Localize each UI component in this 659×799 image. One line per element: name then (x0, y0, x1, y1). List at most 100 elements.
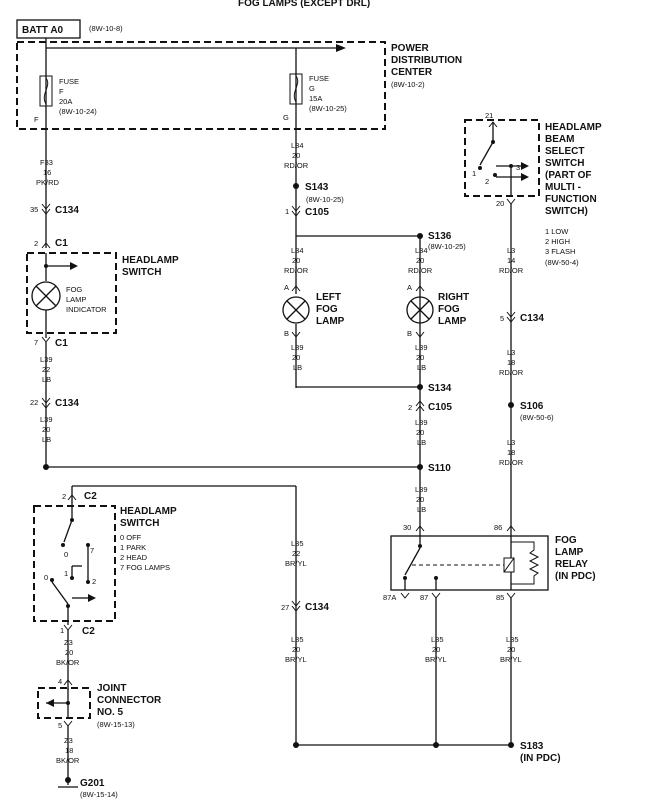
beam-bottom-connector-icon (506, 198, 516, 205)
joint-connector-box (37, 687, 91, 719)
s183-node (508, 742, 514, 748)
g201-ref: (8W-15-14) (80, 790, 118, 799)
w-l39e-g: 20 (416, 428, 424, 437)
beam-o2: 2 HIGH (545, 237, 570, 246)
rfog-l2: FOG (438, 304, 460, 315)
relay-p87a: 87A (383, 593, 396, 602)
rfog-pin-b-connector-icon (415, 331, 425, 338)
w-l39d-col: LB (417, 363, 426, 372)
w-l39a-c: L39 (40, 355, 53, 364)
c1-a-pin: 2 (34, 239, 38, 248)
w-z3a-col: BK/OR (56, 658, 80, 667)
w-l35b-g: 20 (292, 645, 300, 654)
indicator-x-2 (35, 285, 57, 307)
rfog-pb: B (407, 329, 412, 338)
fuse-f-l1: FUSE (59, 77, 79, 86)
w-l35c-c: L35 (431, 635, 444, 644)
hsw2-arrow-icon (88, 594, 96, 602)
w-l3b-g: 18 (507, 358, 515, 367)
lfog-l2: FOG (316, 304, 338, 315)
s183-sub: (IN PDC) (520, 753, 561, 764)
w-l3b-c: L3 (507, 348, 515, 357)
rfog-l1: RIGHT (438, 292, 469, 303)
w-l35b-c: L35 (291, 635, 304, 644)
beam-ref: (8W-50-4) (545, 258, 579, 267)
relay-30-contact (418, 544, 422, 548)
w-l34b-col: RD/OR (284, 266, 309, 275)
hsw2-p1: 1 (64, 569, 68, 578)
hsw2-upper-blade-icon (63, 519, 73, 543)
c134-c-pin: 5 (500, 314, 504, 323)
w-l39f-col: LB (417, 505, 426, 514)
c2-a-pin: 2 (62, 492, 66, 501)
s143-node (293, 183, 299, 189)
c134-a-name: C134 (55, 205, 79, 216)
c105-a-connector-icon (291, 205, 301, 217)
w-l35d-col: BR/YL (500, 655, 522, 664)
relay-coil-diag (503, 557, 515, 573)
hsw2-p7: 7 (90, 546, 94, 555)
c2-b-pin: 1 (60, 626, 64, 635)
lfog-x-2 (286, 300, 306, 320)
hsw2-q0-contact (50, 578, 54, 582)
bus-left-node (43, 464, 49, 470)
s106-name: S106 (520, 401, 544, 412)
beam-contact-1 (478, 166, 482, 170)
hsw1-i3: INDICATOR (66, 305, 107, 314)
fuse-g-pin: G (283, 113, 289, 122)
w-l35d-c: L35 (506, 635, 519, 644)
w-l34a-g: 20 (292, 151, 300, 160)
diagram-title: FOG LAMPS (EXCEPT DRL) (238, 0, 370, 9)
right-fog-lamp-icon (406, 296, 434, 324)
relay-l1: FOG (555, 535, 577, 546)
c105-b-connector-icon (415, 400, 425, 412)
rfog-l3: LAMP (438, 316, 467, 327)
beam-select-switch-box (464, 119, 540, 197)
hsw1-node (44, 264, 48, 268)
hsw2-p2: 2 (92, 577, 96, 586)
hsw2-o3: 2 HEAD (120, 553, 148, 562)
beam-c1: 1 (472, 169, 476, 178)
hsw2-o4: 7 FOG LAMPS (120, 563, 170, 572)
w-l3c-c: L3 (507, 438, 515, 447)
beam-l3: SELECT (545, 146, 584, 157)
w-l39b-g: 20 (42, 425, 50, 434)
c134-a-connector-icon (41, 203, 51, 215)
beam-l1: HEADLAMP (545, 122, 602, 133)
c1-a-connector-icon (41, 242, 51, 249)
relay-l2: LAMP (555, 547, 584, 558)
w-l3c-col: RD/OR (499, 458, 524, 467)
w-l39a-g: 22 (42, 365, 50, 374)
s110-name: S110 (428, 463, 451, 474)
c2-b-name: C2 (82, 626, 95, 637)
relay-87-contact (434, 576, 438, 580)
hsw2-p1-contact (70, 576, 74, 580)
relay-p86-connector-icon (506, 525, 516, 532)
hsw2-o1: 0 OFF (120, 533, 142, 542)
s136-name: S136 (428, 231, 452, 242)
fuse-g-l2: G (309, 84, 315, 93)
w-l39b-c: L39 (40, 415, 53, 424)
jc-node (66, 701, 70, 705)
pdc-ref: (8W-10-2) (391, 80, 425, 89)
w-z3a-c: Z3 (64, 638, 73, 647)
w-l34b-c: L34 (291, 246, 304, 255)
beam-l8: SWITCH) (545, 206, 588, 217)
jc-arrow-icon (46, 699, 54, 707)
w-l3a-g: 14 (507, 256, 515, 265)
s136-ref: (8W-10-25) (428, 242, 466, 251)
hsw2-p0: 0 (64, 550, 68, 559)
c1-a-name: C1 (55, 238, 68, 249)
fuse-g-l1: FUSE (309, 74, 329, 83)
jc-p5-connector-icon (63, 720, 73, 727)
relay-p30-connector-icon (415, 525, 425, 532)
fuse-g-icon (289, 73, 303, 105)
relay-p85: 85 (496, 593, 504, 602)
c1-b-name: C1 (55, 338, 68, 349)
relay-switch-blade-icon (404, 547, 421, 576)
relay-p87: 87 (420, 593, 428, 602)
lfog-l3: LAMP (316, 316, 345, 327)
beam-l4: SWITCH (545, 158, 584, 169)
beam-l2: BEAM (545, 134, 574, 145)
w-l3c-g: 18 (507, 448, 515, 457)
